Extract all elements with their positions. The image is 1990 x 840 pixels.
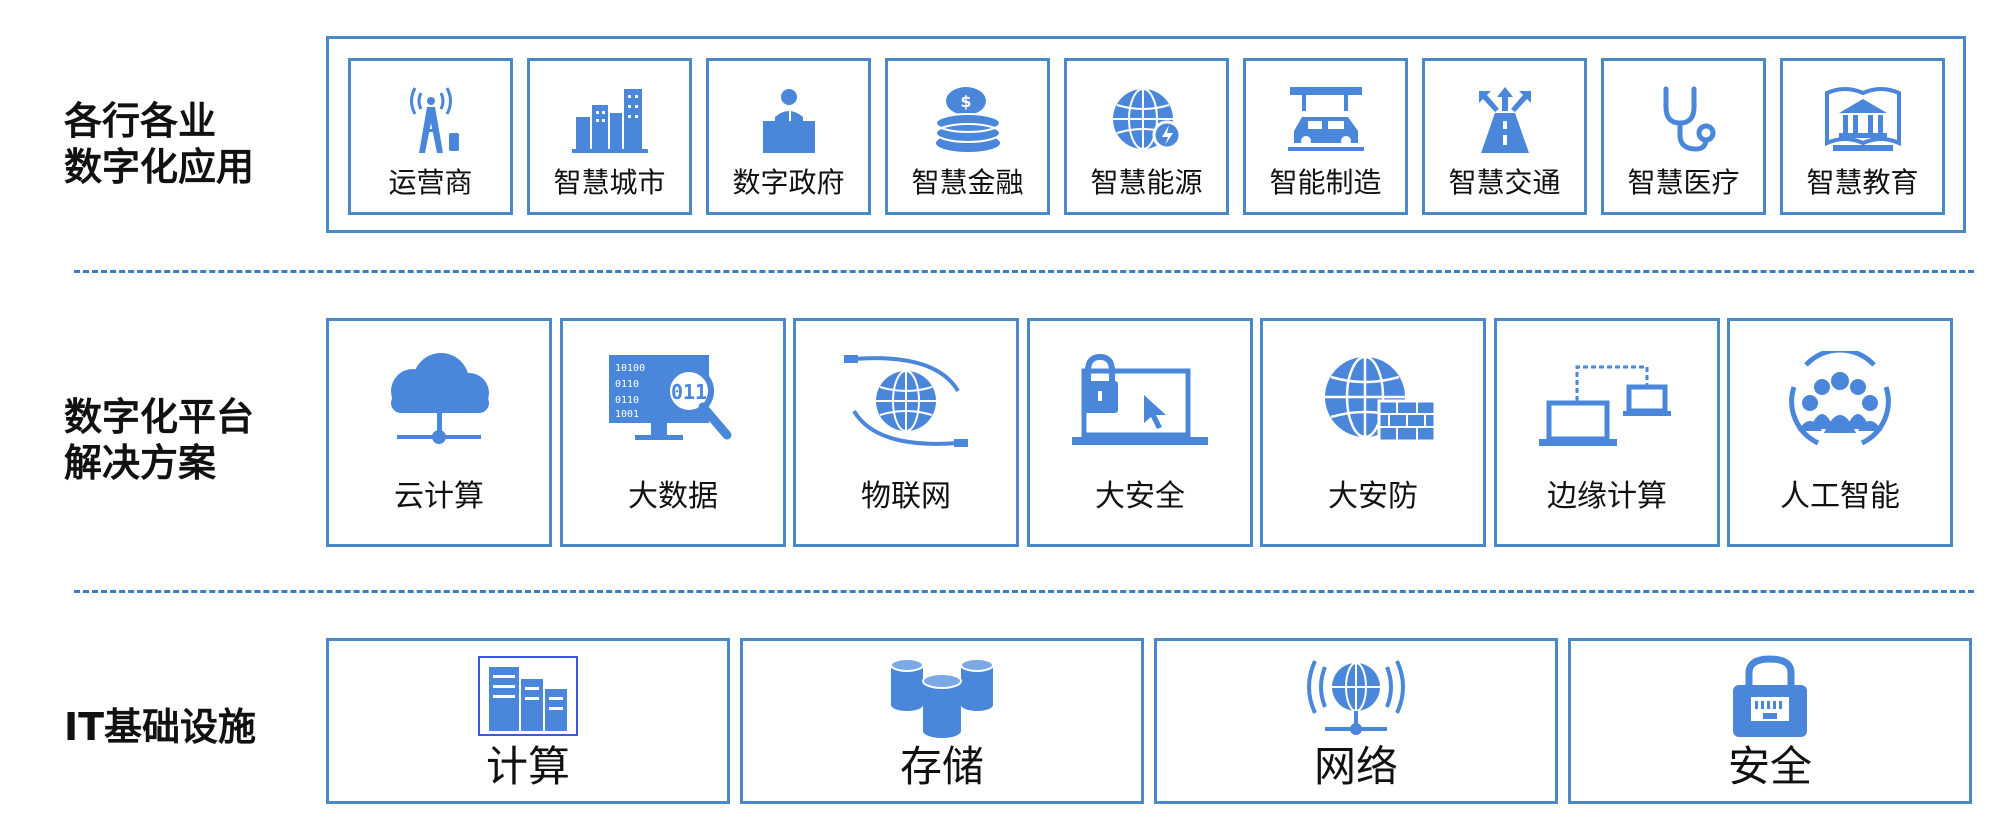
tile-smart-healthcare[interactable]: 智慧医疗 — [1601, 58, 1766, 215]
globe-broadcast-icon — [1307, 660, 1405, 735]
padlock-port-icon — [1733, 655, 1807, 737]
city-buildings-icon — [571, 89, 648, 153]
tile-label: 运营商 — [388, 166, 473, 199]
tile-label: 边缘计算 — [1547, 479, 1667, 514]
row-label-apps: 各行各业 数字化应用 — [64, 99, 255, 189]
svg-text:10100: 10100 — [615, 363, 645, 374]
tile-iot[interactable]: 物联网 — [793, 318, 1019, 547]
svg-text:011: 011 — [671, 380, 707, 404]
row-label-infra: IT基础设施 — [64, 705, 257, 749]
car-factory-icon — [1287, 87, 1364, 151]
tile-label: 网络 — [1313, 742, 1398, 791]
tile-edge-computing[interactable]: 边缘计算 — [1494, 318, 1720, 547]
cloud-network-icon — [391, 353, 489, 444]
tile-label: 计算 — [485, 742, 570, 791]
tile-label: 大数据 — [628, 479, 718, 514]
tile-compute[interactable]: 计算 — [326, 638, 730, 804]
svg-text:1001: 1001 — [615, 409, 639, 420]
svg-text:$: $ — [960, 92, 971, 111]
svg-text:0110: 0110 — [615, 379, 639, 390]
globe-firewall-icon — [1325, 355, 1437, 443]
tile-label: 存储 — [899, 742, 984, 791]
tile-big-security[interactable]: 大安全 — [1027, 318, 1253, 547]
connected-globe-icon — [844, 355, 968, 447]
government-official-icon — [762, 89, 815, 153]
road-arrows-icon — [1478, 87, 1531, 153]
tile-big-data[interactable]: 10100 0110 0110 1001 011 大数据 — [560, 318, 786, 547]
row-label-platform: 数字化平台 解决方案 — [64, 395, 255, 485]
stethoscope-icon — [1663, 86, 1715, 152]
tile-ai[interactable]: 人工智能 — [1727, 318, 1953, 547]
tile-smart-city[interactable]: 智慧城市 — [527, 58, 692, 215]
lock-laptop-icon — [1072, 353, 1208, 445]
tile-storage[interactable]: 存储 — [740, 638, 1144, 804]
coin-stack-icon: $ — [934, 87, 1001, 152]
people-group-icon — [1789, 351, 1891, 446]
globe-energy-icon — [1112, 88, 1181, 150]
tile-label: 数字政府 — [732, 166, 845, 199]
tile-smart-manufacturing[interactable]: 智能制造 — [1243, 58, 1408, 215]
tile-label: 智能制造 — [1269, 166, 1382, 199]
tile-label: 安全 — [1727, 742, 1812, 791]
apps-frame — [326, 36, 1966, 233]
signal-tower-icon — [409, 87, 459, 153]
database-cylinders-icon — [890, 658, 994, 738]
tile-label: 大安全 — [1095, 479, 1185, 514]
book-institution-icon — [1824, 87, 1901, 151]
tile-big-surveillance[interactable]: 大安防 — [1260, 318, 1486, 547]
tile-digital-government[interactable]: 数字政府 — [706, 58, 871, 215]
tile-label: 物联网 — [861, 479, 951, 514]
tile-label: 人工智能 — [1780, 479, 1900, 514]
tile-smart-energy[interactable]: 智慧能源 — [1064, 58, 1229, 215]
tile-label: 云计算 — [394, 479, 484, 514]
tile-network[interactable]: 网络 — [1154, 638, 1558, 804]
dashed-separator-1 — [74, 270, 1974, 273]
tile-label: 智慧医疗 — [1627, 166, 1740, 199]
tile-label: 大安防 — [1328, 479, 1418, 514]
tile-security[interactable]: 安全 — [1568, 638, 1972, 804]
tile-smart-education[interactable]: 智慧教育 — [1780, 58, 1945, 215]
tile-smart-transport[interactable]: 智慧交通 — [1422, 58, 1587, 215]
server-rack-icon — [478, 656, 578, 736]
tile-carrier[interactable]: 运营商 — [348, 58, 513, 215]
tile-label: 智慧交通 — [1448, 166, 1561, 199]
data-magnifier-icon: 10100 0110 0110 1001 011 — [609, 355, 732, 440]
tile-cloud-computing[interactable]: 云计算 — [326, 318, 552, 547]
tile-label: 智慧能源 — [1090, 166, 1203, 199]
dashed-separator-2 — [74, 590, 1974, 593]
tile-smart-finance[interactable]: $ 智慧金融 — [885, 58, 1050, 215]
tile-label: 智慧城市 — [553, 166, 666, 199]
tile-label: 智慧金融 — [911, 166, 1024, 199]
svg-text:0110: 0110 — [615, 395, 639, 406]
edge-laptops-icon — [1539, 365, 1671, 446]
tile-label: 智慧教育 — [1806, 166, 1919, 199]
